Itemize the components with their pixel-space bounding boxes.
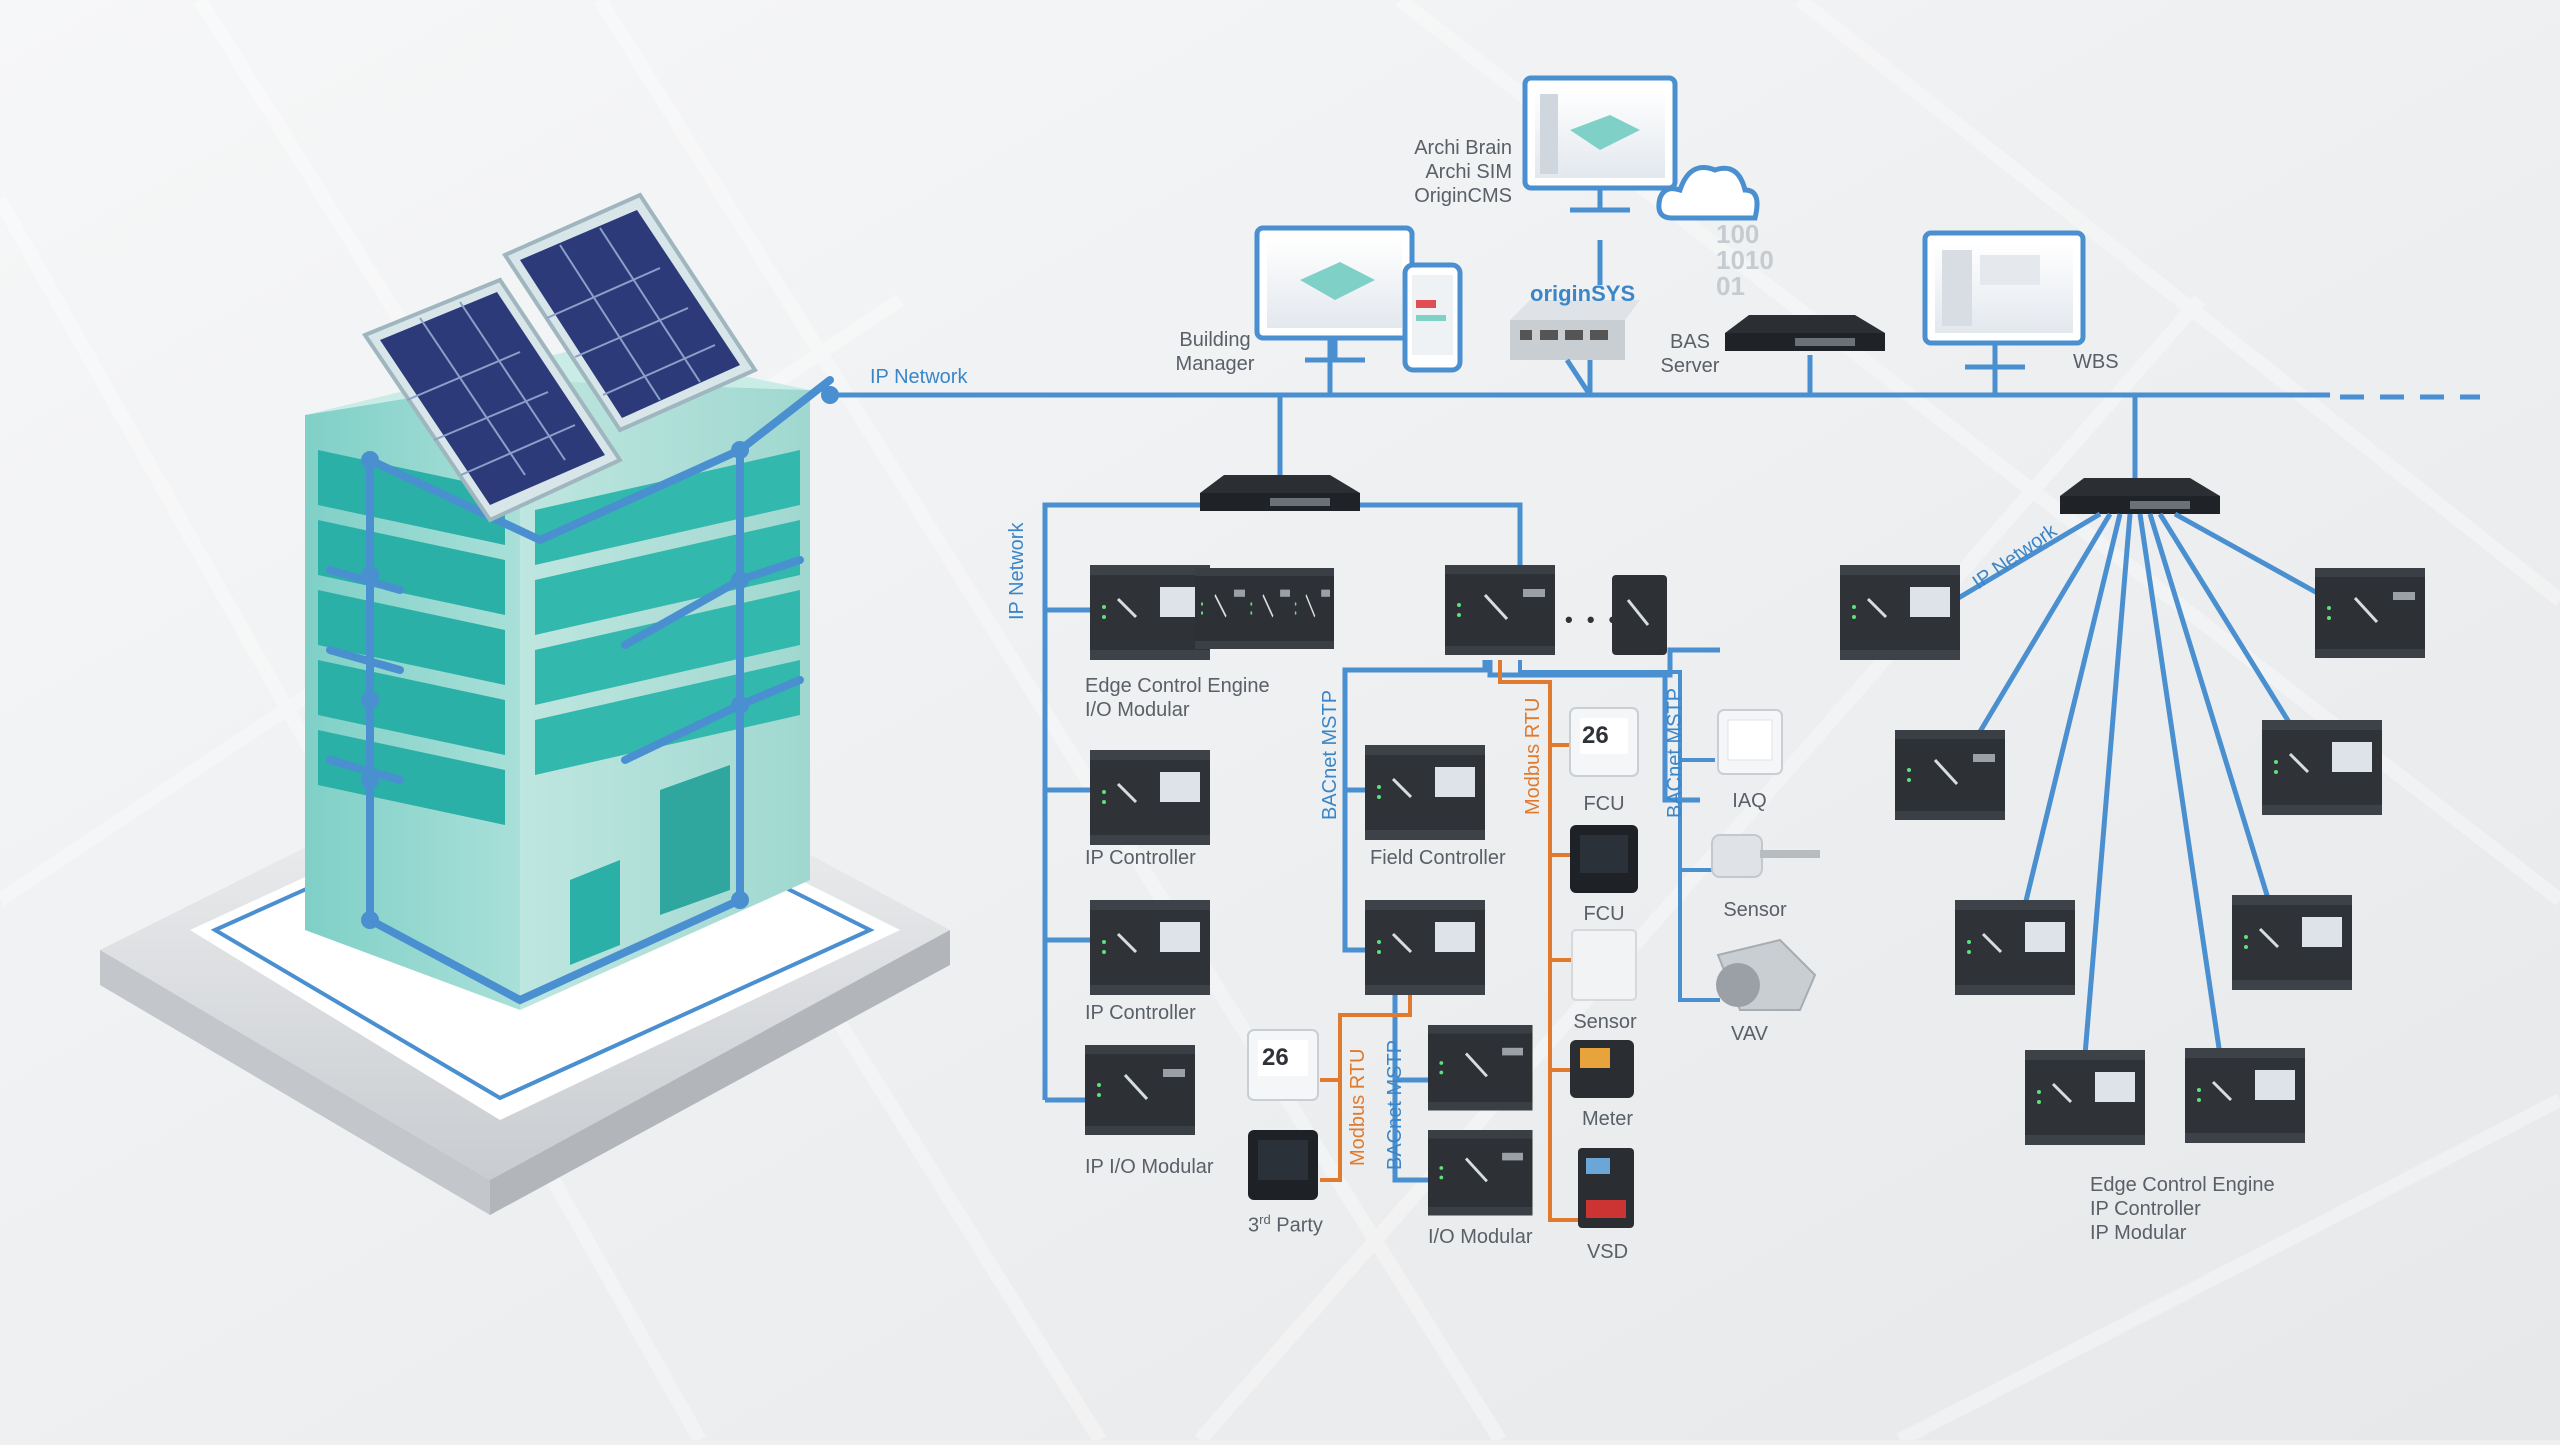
field-controller-device-2	[1363, 898, 1487, 997]
binary-line-3: 01	[1716, 271, 1745, 301]
top-field-controller	[1443, 563, 1557, 657]
right-controller-1	[1838, 563, 1962, 662]
ip-controller-device-2	[1088, 898, 1212, 997]
origin-sys-logo: originSYS	[1530, 281, 1636, 306]
ip-network-main-label: IP Network	[870, 366, 968, 388]
field-controller-label: Field Controller	[1370, 847, 1506, 869]
bacnet-right-lines	[1518, 660, 1720, 1002]
small-module-device	[1612, 575, 1667, 655]
ip-network-bus	[830, 240, 2480, 480]
iaq-sensor	[1717, 709, 1783, 775]
vav-label: VAV	[1730, 1023, 1769, 1045]
ip-io-modular-label: IP I/O Modular	[1085, 1156, 1214, 1178]
cloud-icon	[1656, 165, 1760, 221]
field-controller-device	[1363, 743, 1487, 842]
modbus-rtu-label-2: Modbus RTU	[1347, 1048, 1369, 1166]
fcu-panel-2	[1570, 825, 1638, 893]
wbs-monitor	[1922, 230, 2086, 370]
bacnet-mstp-label-2: BACnet MSTP	[1384, 1039, 1406, 1170]
fcu-label-1: FCU	[1583, 793, 1625, 815]
solar-panels	[361, 192, 758, 523]
sensor-label-1: Sensor	[1573, 1011, 1637, 1033]
archi-brain-label: Archi Brain	[1414, 137, 1512, 159]
thermostat-reading-2: 26	[1262, 1044, 1289, 1071]
bas-server-label-2: Server	[1660, 355, 1720, 377]
duct-sensor	[1711, 834, 1820, 878]
meter-device	[1570, 1040, 1634, 1098]
right-switch	[2060, 478, 2220, 514]
ip-io-modular-device	[1083, 1043, 1197, 1137]
third-party-number: 3	[1248, 1214, 1260, 1237]
right-spokes	[1953, 511, 2332, 1056]
building-manager-label-1: Building	[1179, 329, 1251, 351]
fcu-label-2: FCU	[1583, 903, 1625, 925]
modbus-rtu-label-1: Modbus RTU	[1522, 697, 1544, 815]
right-controller-6	[2230, 893, 2354, 992]
ip-controller-label-3: IP Controller	[2090, 1198, 2201, 1220]
vav-box	[1716, 938, 1817, 1011]
edge-control-engine-label-2: Edge Control Engine	[2090, 1174, 2275, 1196]
origin-sys-box	[1510, 300, 1640, 397]
meter-label: Meter	[1581, 1108, 1634, 1130]
third-party-superscript: rd	[1259, 1212, 1271, 1227]
archi-sim-label: Archi SIM	[1425, 161, 1512, 183]
ip-network-left-label: IP Network	[1006, 522, 1028, 620]
right-controller-5	[1953, 898, 2077, 997]
ip-controller-label-2: IP Controller	[1085, 1002, 1196, 1024]
wbs-label: WBS	[2073, 351, 2119, 373]
origincms-label: OriginCMS	[1414, 185, 1512, 207]
building-manager-label-2: Manager	[1175, 353, 1255, 375]
io-modular-device-2	[1426, 1128, 1534, 1217]
ip-controller-label-1: IP Controller	[1085, 847, 1196, 869]
bas-server-switch	[1725, 315, 1885, 351]
io-modular-label-2: I/O Modular	[1428, 1226, 1533, 1248]
third-party-label: 3rd Party	[1248, 1208, 1323, 1238]
thermostat-reading: 26	[1582, 722, 1609, 749]
ip-controller-device-1	[1088, 748, 1212, 847]
building-manager-workstation	[1254, 225, 1463, 373]
edge-control-engine-label-1: Edge Control Engine	[1085, 675, 1270, 697]
io-modular-label-1: I/O Modular	[1085, 699, 1190, 721]
sensor-box-1	[1571, 929, 1637, 1001]
iaq-label: IAQ	[1732, 790, 1767, 812]
vsd-device	[1578, 1148, 1634, 1228]
ellipsis-dots: • • •	[1565, 607, 1621, 632]
binary-line-1: 100	[1716, 219, 1760, 249]
ip-modular-label: IP Modular	[2090, 1222, 2187, 1244]
bacnet-mstp-label-3: BACnet MSTP	[1664, 687, 1686, 818]
third-party-panel	[1248, 1130, 1318, 1200]
archi-brain-monitor	[1522, 75, 1678, 213]
building	[305, 345, 839, 1010]
left-branch-switch	[1200, 475, 1360, 511]
third-party-thermostat	[1247, 1029, 1319, 1101]
fcu-thermostat-1	[1569, 707, 1639, 777]
right-controller-8	[2183, 1046, 2307, 1145]
io-modular-device-1	[1426, 1023, 1534, 1112]
edge-control-engine-device	[1088, 563, 1336, 662]
third-party-text: Party	[1270, 1214, 1323, 1237]
right-controller-3	[1893, 728, 2007, 822]
binary-line-2: 1010	[1716, 245, 1774, 275]
right-controller-2	[2313, 566, 2427, 660]
bas-server-label-1: BAS	[1669, 331, 1711, 353]
right-controller-7	[2023, 1048, 2147, 1147]
ip-network-node	[822, 387, 838, 403]
bacnet-mstp-label-1: BACnet MSTP	[1319, 689, 1341, 820]
right-controller-4	[2260, 718, 2384, 817]
sensor-label-2: Sensor	[1723, 899, 1787, 921]
vsd-label: VSD	[1586, 1241, 1629, 1263]
